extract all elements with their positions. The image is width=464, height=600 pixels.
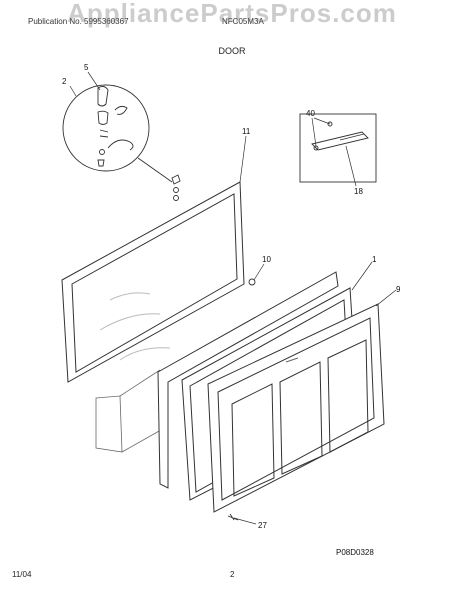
reference-code: P08D0328 [336, 548, 374, 557]
callout-10: 10 [262, 255, 271, 264]
leader-lines [69, 71, 397, 525]
footer-date: 11/04 [12, 570, 32, 579]
model-number: NFC05M3A [222, 17, 264, 26]
handle-detail-box [299, 113, 377, 183]
callout-27: 27 [258, 521, 267, 530]
watermark-logo: AppliancePartsPros.com [67, 0, 397, 28]
fastener-parts [227, 278, 256, 521]
cabinet-outline [95, 369, 169, 453]
section-title: DOOR [218, 46, 246, 56]
callout-1: 1 [372, 255, 377, 264]
door-liner-panel [61, 181, 245, 383]
callout-40: 40 [306, 109, 315, 118]
callout-5: 5 [84, 63, 89, 72]
outer-door-panel [207, 303, 385, 513]
callout-18: 18 [354, 187, 363, 196]
callout-9: 9 [396, 285, 401, 294]
callout-11: 11 [242, 127, 251, 136]
footer-page-number: 2 [230, 570, 235, 579]
hinge-detail-circle [62, 84, 173, 183]
callout-2: 2 [62, 77, 67, 86]
publication-label: Publication No. 5995360367 [28, 17, 129, 26]
callout-numbers: 5 2 11 40 18 10 1 9 27 [62, 63, 401, 530]
